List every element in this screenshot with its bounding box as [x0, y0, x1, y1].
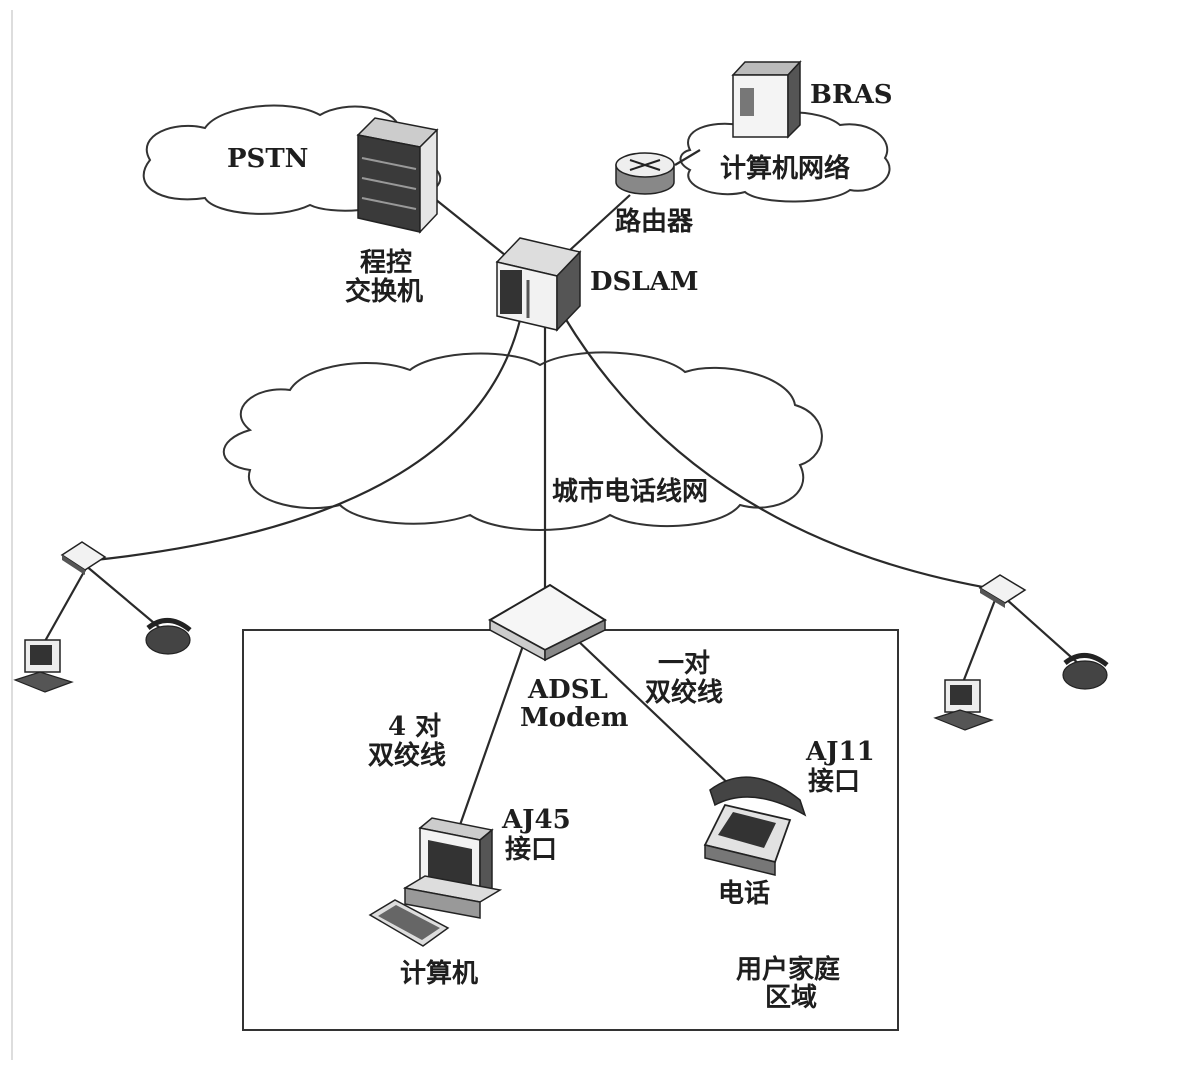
bras-server-icon	[731, 60, 802, 139]
switch-label-line1: 程控	[360, 248, 412, 278]
aj11-label-line2: 接口	[808, 767, 860, 797]
wire-dslam-left-splitter	[94, 319, 522, 562]
four-pair-label-line2: 双绞线	[368, 740, 446, 771]
wire-dslam-right-splitter	[564, 317, 1001, 592]
right-computer-icon	[933, 679, 994, 731]
bras-label: BRAS	[810, 80, 893, 110]
computer-network-label: 计算机网络	[720, 153, 850, 184]
city-phone-network-label: 城市电话线网	[552, 476, 708, 507]
wire-left-splitter-phone	[84, 564, 161, 629]
switch-label-line2: 交换机	[345, 276, 423, 307]
home-computer-icon	[368, 817, 503, 947]
left-telephone-icon	[145, 618, 192, 655]
home-area-label-line2: 区域	[765, 983, 817, 1013]
dslam-icon	[495, 237, 582, 332]
home-area-label-line1: 用户家庭	[736, 954, 840, 985]
home-telephone-icon	[703, 776, 807, 876]
adsl-modem-label-line2: Modem	[520, 703, 628, 733]
wire-router-network	[674, 149, 701, 166]
wire-modem-computer	[458, 639, 527, 826]
adsl-modem-label-line1: ADSL	[527, 675, 608, 705]
one-pair-label-line2: 双绞线	[645, 677, 723, 708]
four-pair-label-line1: 4 对	[388, 712, 441, 742]
wire-right-splitter-pc	[958, 599, 997, 691]
wire-switch-dslam	[429, 194, 506, 256]
aj11-label-line1: AJ11	[805, 737, 875, 767]
dslam-label: DSLAM	[590, 267, 699, 297]
right-telephone-icon	[1062, 653, 1109, 690]
wire-left-splitter-pc	[39, 569, 86, 651]
connection-lines	[39, 149, 1081, 826]
left-splitter-icon	[60, 541, 107, 575]
aj45-label-line2: 接口	[505, 835, 557, 865]
computer-label: 计算机	[400, 958, 478, 989]
adsl-modem-icon	[487, 583, 608, 662]
city-phone-network-cloud	[222, 351, 823, 531]
pstn-label: PSTN	[227, 144, 308, 174]
aj45-label-line1: AJ45	[501, 805, 571, 835]
wire-dslam-router	[569, 194, 631, 251]
router-label: 路由器	[615, 206, 694, 237]
wire-right-splitter-phone	[1004, 597, 1081, 666]
wire-modem-telephone	[574, 637, 736, 791]
right-splitter-icon	[978, 574, 1027, 608]
telephone-label: 电话	[718, 879, 770, 909]
program-controlled-switch-icon	[356, 117, 439, 234]
left-computer-icon	[13, 639, 74, 693]
router-icon	[615, 152, 675, 195]
one-pair-label-line1: 一对	[658, 649, 710, 679]
